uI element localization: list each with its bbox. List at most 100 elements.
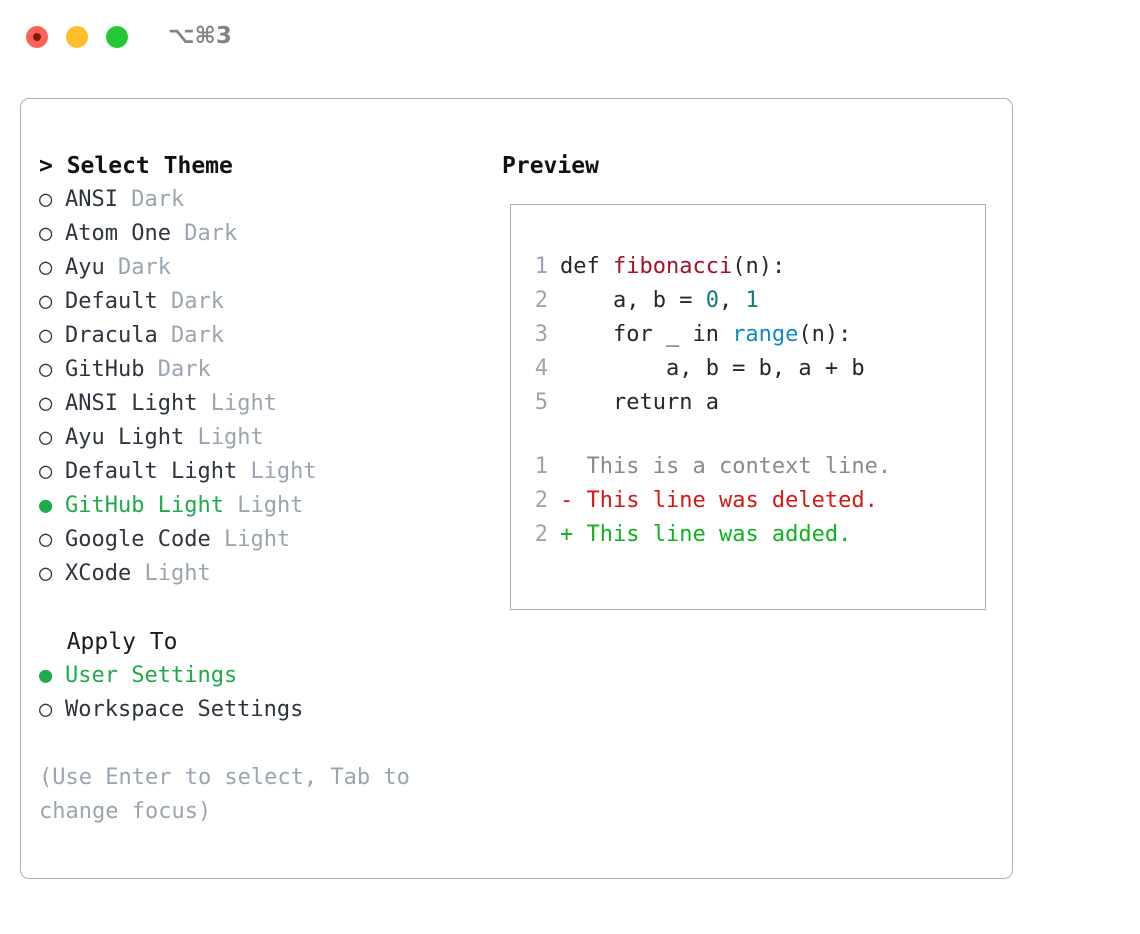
theme-option-label: Default bbox=[65, 289, 158, 314]
radio-unselected-icon[interactable]: ○ bbox=[39, 289, 53, 314]
code-token: (n): bbox=[732, 254, 786, 279]
theme-option-category: Dark bbox=[131, 187, 185, 212]
diff-line: 1 This is a context line. bbox=[526, 450, 979, 484]
theme-option[interactable]: ○Default Light Light bbox=[39, 455, 479, 489]
apply-to-header: Apply To bbox=[39, 629, 178, 655]
radio-unselected-icon[interactable]: ○ bbox=[39, 697, 53, 722]
apply-to-option[interactable]: ● User Settings bbox=[39, 659, 479, 693]
code-token: return a bbox=[560, 390, 719, 415]
diff-line-text: This line was deleted. bbox=[586, 488, 878, 513]
theme-option[interactable]: ○ANSI Light Light bbox=[39, 387, 479, 421]
radio-unselected-icon[interactable]: ○ bbox=[39, 527, 53, 552]
theme-option-category: Dark bbox=[184, 221, 238, 246]
radio-unselected-icon[interactable]: ○ bbox=[39, 187, 53, 212]
theme-option-category: Light bbox=[250, 459, 317, 484]
radio-unselected-icon[interactable]: ○ bbox=[39, 255, 53, 280]
diff-line-number: 2 bbox=[534, 522, 548, 547]
window-controls bbox=[26, 26, 128, 48]
code-line-number: 5 bbox=[534, 390, 548, 415]
theme-selector-column: > Select Theme ○ANSI Dark○Atom One Dark○… bbox=[39, 149, 479, 829]
apply-to-option[interactable]: ○ Workspace Settings bbox=[39, 693, 479, 727]
theme-option-category: Dark bbox=[118, 255, 171, 280]
theme-option-category: Light bbox=[144, 561, 211, 586]
code-line-number: 2 bbox=[534, 288, 548, 313]
keyboard-hint-text: (Use Enter to select, Tab to change focu… bbox=[39, 765, 424, 824]
apply-to-list[interactable]: ● User Settings ○ Workspace Settings bbox=[39, 659, 479, 727]
title-bar: ⌥⌘3 bbox=[0, 0, 1140, 76]
theme-option-label: Ayu bbox=[65, 255, 105, 280]
theme-option[interactable]: ○ Google Code Light bbox=[39, 523, 479, 557]
theme-option-category: Light bbox=[197, 425, 264, 450]
radio-unselected-icon[interactable]: ○ bbox=[39, 323, 53, 348]
theme-option-label: ANSI bbox=[65, 187, 118, 212]
theme-option-category: Light bbox=[223, 527, 291, 552]
theme-option[interactable]: ○ XCode Light bbox=[39, 557, 479, 591]
theme-option-category: Dark bbox=[170, 289, 224, 314]
preview-title: Preview bbox=[502, 153, 599, 179]
section-spacer bbox=[39, 591, 479, 625]
theme-option[interactable]: ●GitHub Light Light bbox=[39, 489, 479, 523]
diff-line: 2 + This line was added. bbox=[526, 518, 979, 552]
theme-option[interactable]: ○ Atom One Dark bbox=[39, 217, 479, 251]
code-token: 1 bbox=[745, 288, 759, 313]
apply-to-option-label: User Settings bbox=[65, 663, 238, 688]
radio-unselected-icon[interactable]: ○ bbox=[39, 425, 53, 450]
radio-unselected-icon[interactable]: ○ bbox=[39, 561, 53, 586]
theme-option-label: GitHub bbox=[65, 357, 145, 382]
theme-option[interactable]: ○ Ayu Dark bbox=[39, 251, 479, 285]
dialog-panel: > Select Theme ○ANSI Dark○Atom One Dark○… bbox=[20, 98, 1013, 879]
theme-option[interactable]: ○ ANSI Dark bbox=[39, 183, 479, 217]
apply-to-option-label: Workspace Settings bbox=[65, 697, 304, 722]
diff-line: 2- This line was deleted. bbox=[526, 484, 979, 518]
code-line: 1 def fibonacci(n): bbox=[526, 250, 979, 284]
close-button[interactable] bbox=[26, 26, 48, 48]
keyboard-shortcut-label: ⌥⌘3 bbox=[168, 23, 232, 49]
theme-option-label: Atom One bbox=[65, 221, 171, 246]
minimize-button[interactable] bbox=[66, 26, 88, 48]
radio-unselected-icon[interactable]: ○ bbox=[39, 357, 53, 382]
theme-option-label: Ayu Light bbox=[65, 425, 185, 450]
theme-option[interactable]: ○Dracula Dark bbox=[39, 319, 479, 353]
code-line-number: 1 bbox=[534, 254, 548, 279]
radio-unselected-icon[interactable]: ○ bbox=[39, 391, 53, 416]
code-line: 2 a, b = 0, 1 bbox=[526, 284, 979, 318]
diff-gap bbox=[526, 420, 979, 450]
diff-lines: 1 This is a context line.2- This line wa… bbox=[526, 450, 979, 552]
code-token: def bbox=[560, 254, 613, 279]
code-token: a, b = bbox=[560, 288, 706, 313]
diff-marker: + bbox=[560, 522, 587, 547]
hint-spacer bbox=[39, 727, 479, 761]
diff-line-text: This line was added. bbox=[586, 522, 852, 547]
code-token: a, b = b, a + b bbox=[560, 356, 865, 381]
radio-selected-icon[interactable]: ● bbox=[39, 663, 53, 688]
theme-option[interactable]: ○ Default Dark bbox=[39, 285, 479, 319]
select-theme-header: > Select Theme bbox=[39, 153, 233, 179]
radio-selected-icon[interactable]: ● bbox=[39, 493, 53, 518]
theme-option-category: Dark bbox=[157, 357, 211, 382]
radio-unselected-icon[interactable]: ○ bbox=[39, 221, 53, 246]
code-token: range bbox=[732, 322, 799, 347]
theme-option[interactable]: ○ Ayu Light Light bbox=[39, 421, 479, 455]
theme-list[interactable]: ○ANSI Dark○Atom One Dark○Ayu Dark○Defaul… bbox=[39, 183, 479, 591]
diff-marker: - bbox=[560, 488, 587, 513]
theme-option-label: XCode bbox=[65, 561, 132, 586]
code-token: , bbox=[718, 288, 746, 313]
diff-line-text: This is a context line. bbox=[586, 454, 892, 479]
theme-option-label: GitHub Light bbox=[65, 493, 224, 518]
maximize-button[interactable] bbox=[106, 26, 128, 48]
diff-line-number: 2 bbox=[534, 488, 548, 513]
code-token: (n): bbox=[798, 322, 852, 347]
code-line-number: 4 bbox=[534, 356, 548, 381]
code-line: 3 for _ in range(n): bbox=[526, 318, 979, 352]
code-line: 4 a, b = b, a + b bbox=[526, 352, 979, 386]
radio-unselected-icon[interactable]: ○ bbox=[39, 459, 53, 484]
theme-option-label: Google Code bbox=[65, 527, 211, 552]
diff-line-number: 1 bbox=[534, 454, 548, 479]
code-token: for _ in bbox=[560, 322, 733, 347]
theme-option[interactable]: ○ GitHub Dark bbox=[39, 353, 479, 387]
code-line: 5 return a bbox=[526, 386, 979, 420]
code-token: fibonacci bbox=[612, 254, 733, 279]
